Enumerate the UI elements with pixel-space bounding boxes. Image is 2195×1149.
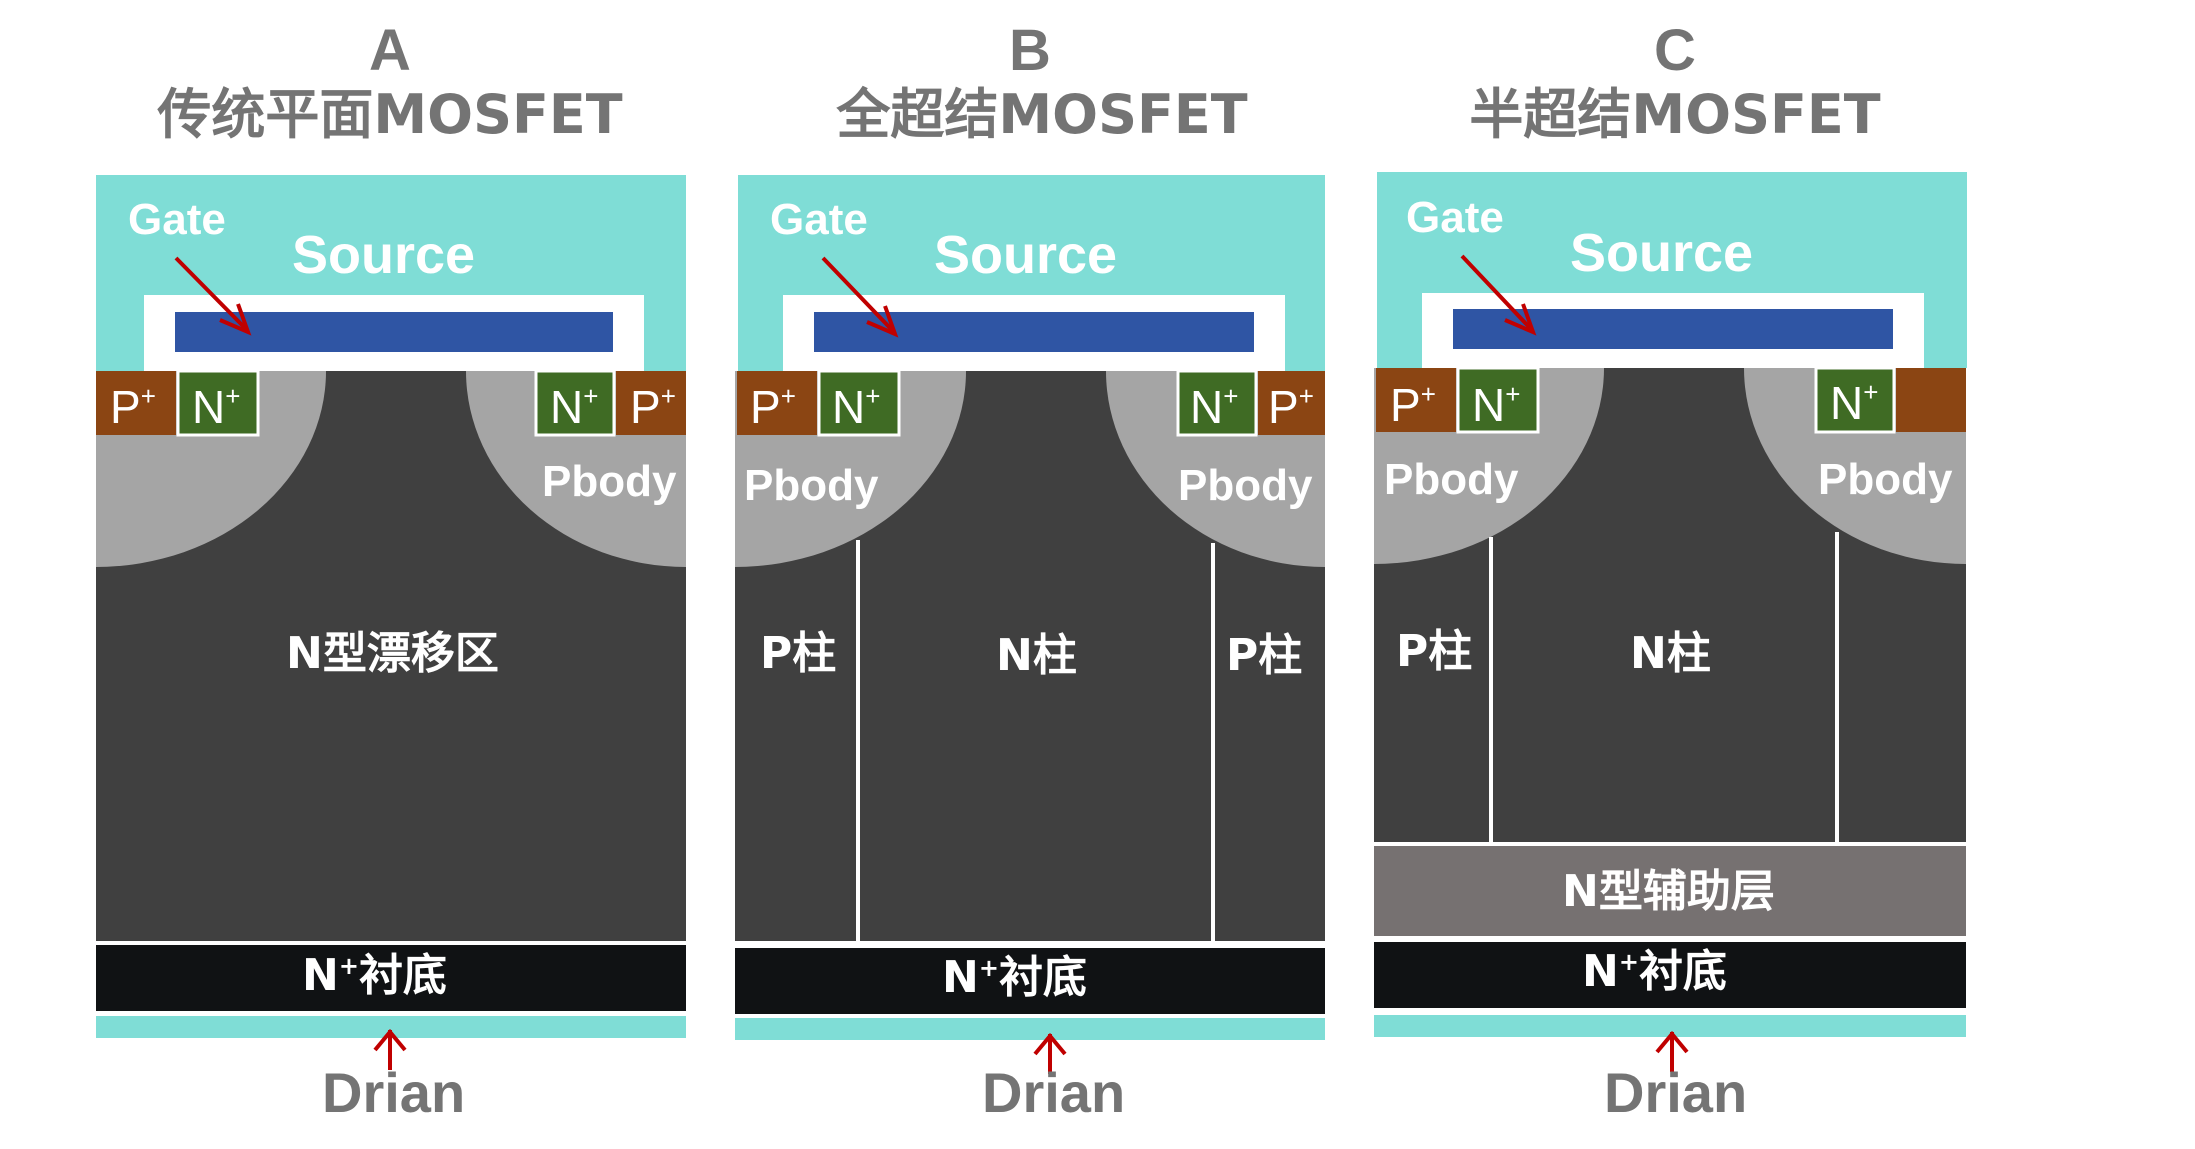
drain-metal [96, 1016, 686, 1038]
panel-c: C 半超结MOSFET Gate Source P+ N+ N+ Pbody P… [1370, 0, 1970, 1149]
pbody-right-label: Pbody [1818, 455, 1953, 504]
pbody-left-label: Pbody [1384, 455, 1519, 504]
n-plus-right-label: N+ [1190, 381, 1239, 433]
substrate [735, 948, 1325, 1014]
n-plus-left [817, 369, 901, 437]
panel-letter: B [1009, 18, 1051, 83]
panel-title: 传统平面MOSFET [157, 83, 623, 146]
p-pillar-left-label: P柱 [760, 628, 837, 679]
n-plus-left-label: N+ [832, 381, 881, 433]
panel-b: B 全超结MOSFET Gate Source P+ N+ N+ P+ Pbod… [730, 0, 1330, 1149]
p-plus-left-label: P+ [110, 381, 156, 433]
panel-a-diagram [96, 175, 686, 1070]
gate-poly [175, 312, 613, 352]
p-plus-right [1896, 368, 1966, 432]
panel-a: A 传统平面MOSFET Gate Source P+ N+ N+ P+ Pbo… [90, 0, 690, 1149]
source-label: Source [934, 225, 1118, 285]
n-plus-right [534, 369, 616, 437]
source-label: Source [1570, 223, 1754, 283]
drain-label: Drian [982, 1061, 1126, 1124]
p-pillar-right-label: P柱 [1226, 630, 1303, 681]
gate-label: Gate [1406, 193, 1504, 242]
drift-region-label: N型漂移区 [286, 628, 499, 679]
n-plus-left [176, 369, 260, 437]
p-plus-left-label: P+ [750, 381, 796, 433]
p-plus-left [737, 371, 817, 435]
p-plus-right-label: P+ [630, 381, 676, 433]
n-plus-left-label: N+ [192, 381, 241, 433]
drain-label: Drian [1604, 1061, 1748, 1124]
pbody-right-label: Pbody [1178, 461, 1313, 510]
substrate [96, 945, 686, 1011]
gate-label: Gate [128, 195, 226, 244]
substrate [1374, 942, 1966, 1008]
n-plus-right [1814, 366, 1896, 434]
panel-title: 全超结MOSFET [836, 83, 1248, 146]
pbody-right-label: Pbody [542, 457, 677, 506]
source-label: Source [292, 225, 476, 285]
gate-arrow-icon [174, 256, 252, 336]
panel-c-diagram [1374, 172, 1967, 1072]
drain-metal [1374, 1015, 1966, 1037]
n-plus-left [1456, 366, 1540, 434]
panel-b-diagram [735, 175, 1325, 1074]
gate-arrow-icon [821, 256, 899, 338]
drain-arrow-icon [1655, 1030, 1689, 1072]
panel-letter: A [369, 18, 411, 83]
pbody-left-label: Pbody [744, 461, 879, 510]
p-plus-right [1258, 371, 1325, 435]
p-pillar-left-label: P柱 [1396, 626, 1473, 677]
p-plus-left [1376, 368, 1456, 432]
n-plus-left-label: N+ [1472, 379, 1521, 431]
p-plus-right [616, 371, 686, 435]
substrate-label: N+衬底 [1582, 946, 1727, 997]
p-plus-left-label: P+ [1390, 379, 1436, 431]
gate-arrow-icon [1460, 254, 1537, 336]
panel-letter: C [1654, 18, 1696, 83]
gate-label: Gate [770, 195, 868, 244]
n-pillar-label: N柱 [996, 630, 1077, 681]
p-plus-right-label: P+ [1268, 381, 1314, 433]
assist-layer-label: N型辅助层 [1562, 866, 1775, 917]
panel-title: 半超结MOSFET [1469, 83, 1881, 146]
drain-arrow-icon [373, 1028, 407, 1070]
assist-layer [1374, 846, 1966, 936]
n-pillar-label: N柱 [1630, 628, 1711, 679]
substrate-label: N+衬底 [302, 950, 447, 1001]
n-plus-right [1176, 369, 1258, 437]
drain-label: Drian [322, 1061, 466, 1124]
drain-metal [735, 1018, 1325, 1040]
n-plus-right-label: N+ [1830, 377, 1879, 429]
substrate-label: N+衬底 [942, 952, 1087, 1003]
n-plus-right-label: N+ [550, 381, 599, 433]
p-plus-left [96, 371, 176, 435]
drain-arrow-icon [1033, 1032, 1067, 1074]
